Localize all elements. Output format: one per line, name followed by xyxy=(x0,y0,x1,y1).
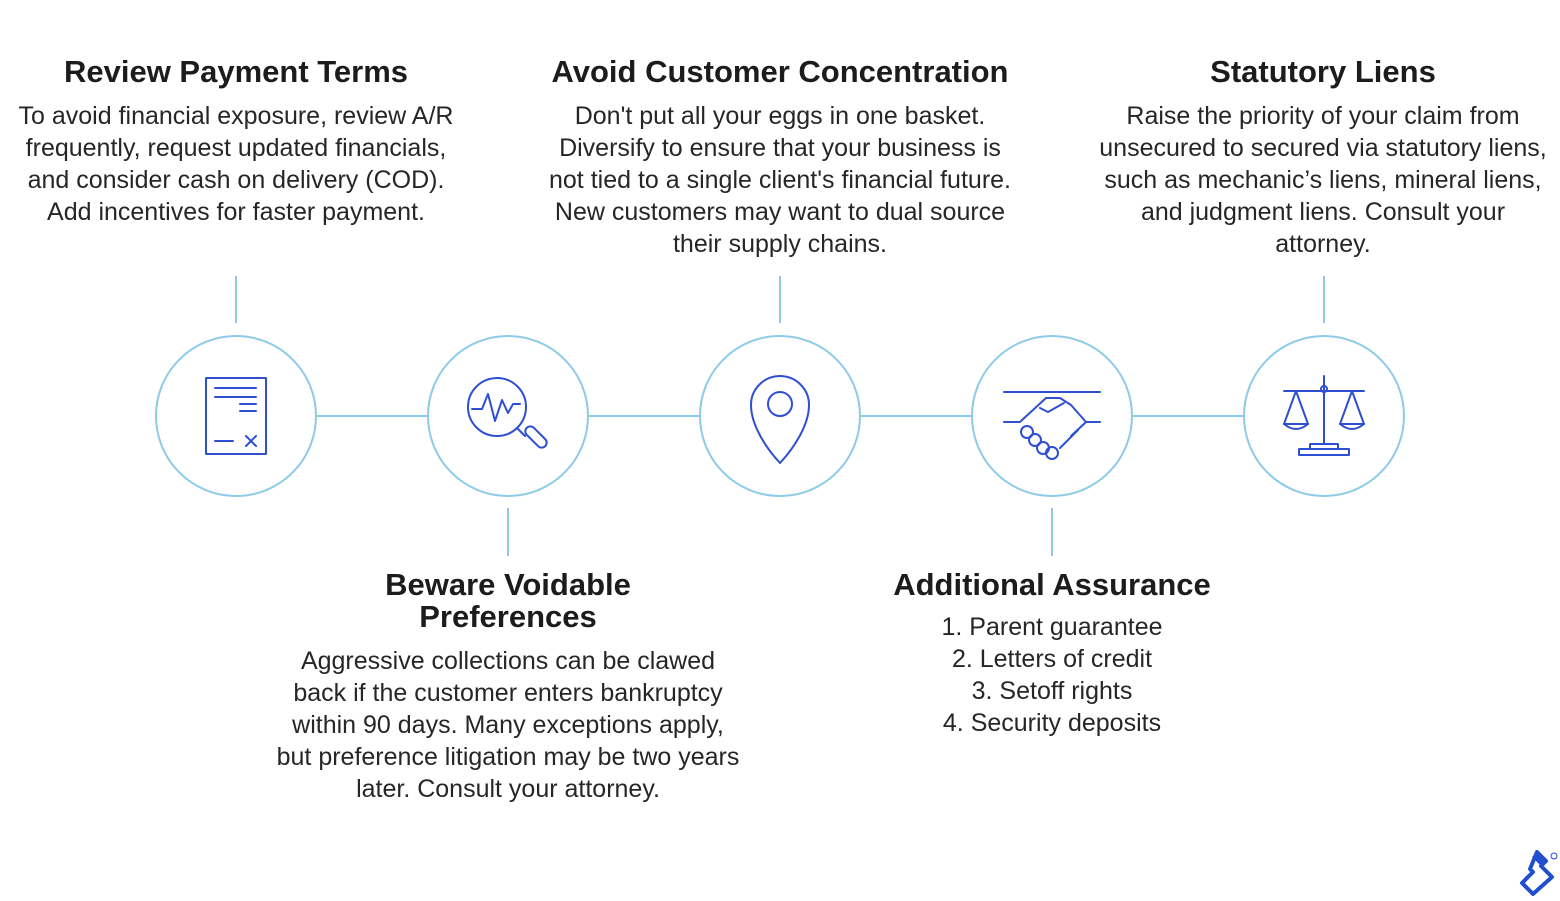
handshake-icon xyxy=(1003,391,1101,460)
step-title: Additional Assurance xyxy=(893,567,1211,602)
step-description: Aggressive collections can be clawed bac… xyxy=(276,647,740,803)
assurance-list: 1. Parent guarantee 2. Letters of credit… xyxy=(852,611,1252,739)
step-title: Statutory Liens xyxy=(1210,54,1436,89)
step-title: Review Payment Terms xyxy=(63,54,409,89)
toptal-logo xyxy=(1518,848,1560,901)
scales-of-justice-icon xyxy=(1283,375,1365,456)
step-circle xyxy=(971,335,1133,497)
step-description: To avoid financial exposure, review A/R … xyxy=(18,102,454,226)
step-circle xyxy=(155,335,317,497)
step-review-payment-terms: Review Payment Terms To avoid financial … xyxy=(16,56,456,228)
step-beware-voidable-preferences: Beware Voidable Preferences Aggressive c… xyxy=(268,569,748,805)
step-circle xyxy=(699,335,861,497)
step-title: Avoid Customer Concentration xyxy=(551,54,1009,89)
step-additional-assurance: Additional Assurance 1. Parent guarantee… xyxy=(852,569,1252,739)
invoice-document-icon xyxy=(205,377,267,455)
list-item: 3. Setoff rights xyxy=(971,677,1133,705)
magnifier-pulse-icon xyxy=(467,377,548,449)
step-statutory-liens: Statutory Liens Raise the priority of yo… xyxy=(1098,56,1548,260)
step-description: Raise the priority of your claim from un… xyxy=(1099,102,1547,258)
step-circle xyxy=(427,335,589,497)
list-item: 4. Security deposits xyxy=(942,709,1162,737)
location-pin-icon xyxy=(750,375,810,464)
list-item: 2. Letters of credit xyxy=(951,645,1153,673)
step-description: Don't put all your eggs in one basket. D… xyxy=(549,102,1011,258)
step-avoid-customer-concentration: Avoid Customer Concentration Don't put a… xyxy=(530,56,1030,260)
step-circle xyxy=(1243,335,1405,497)
toptal-logo-icon xyxy=(1520,850,1558,896)
list-item: 1. Parent guarantee xyxy=(941,613,1163,641)
step-title: Beware Voidable Preferences xyxy=(385,567,631,634)
